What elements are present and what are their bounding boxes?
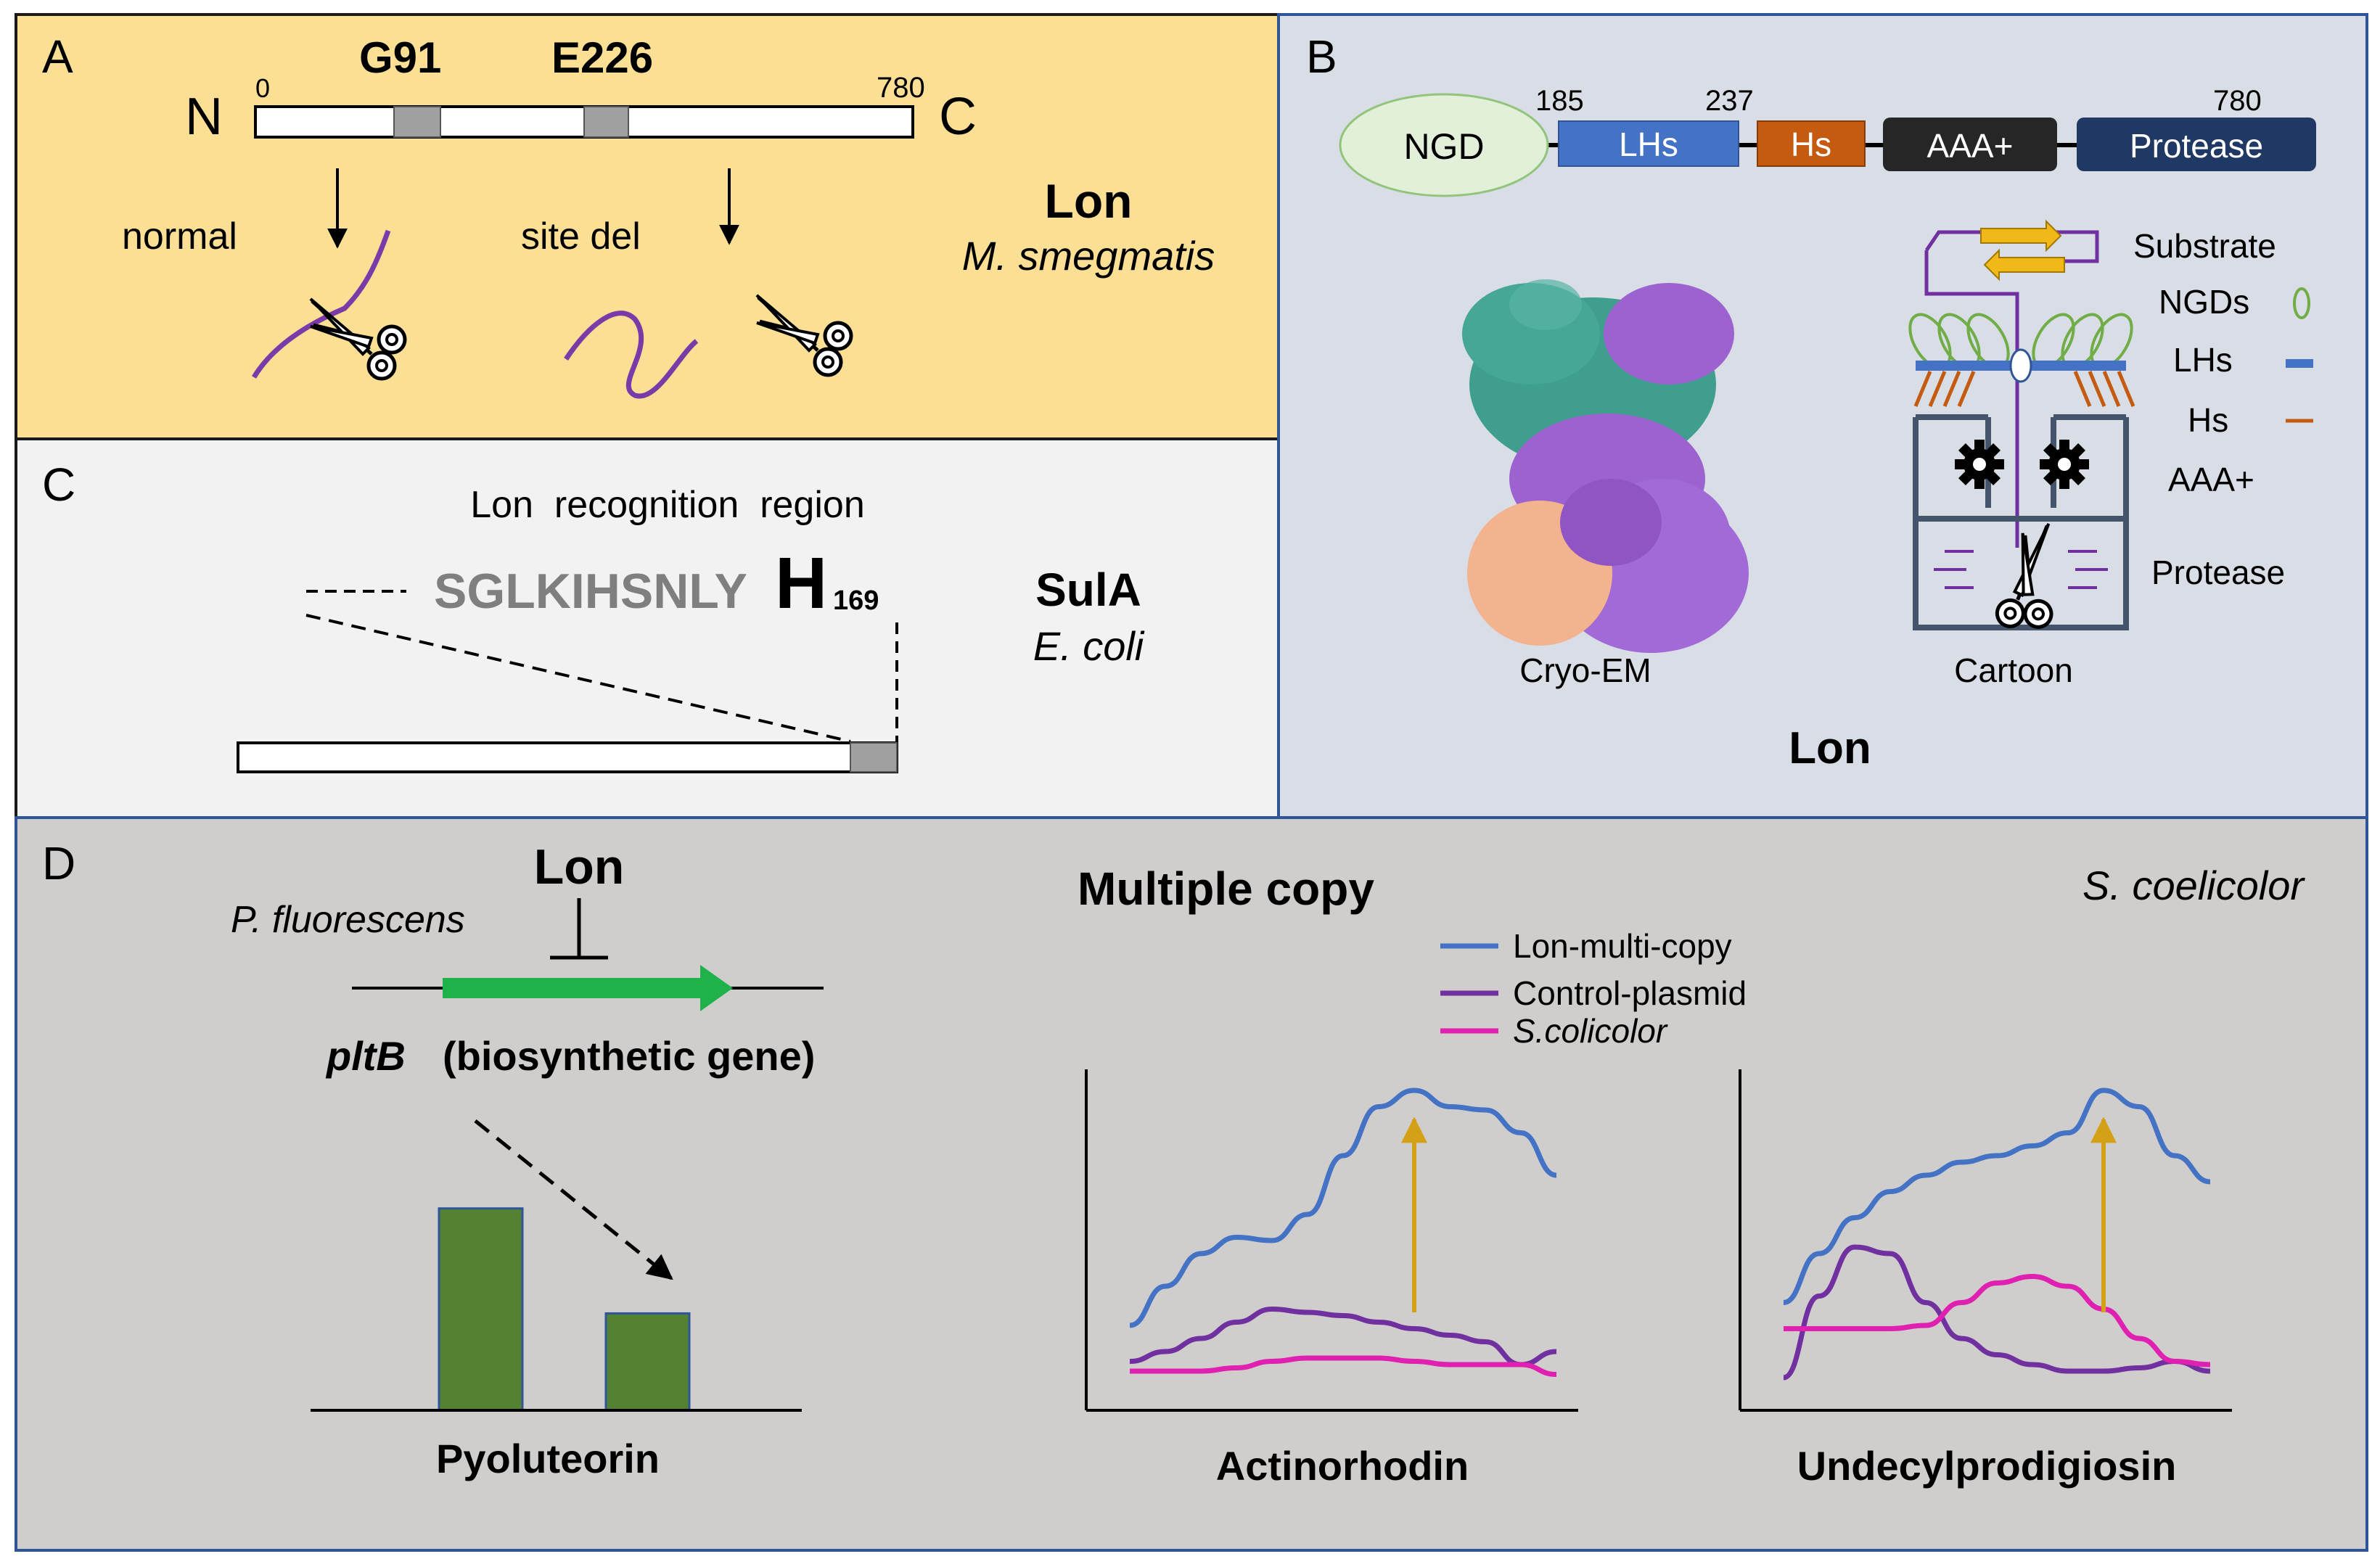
gear-icon-left bbox=[1955, 440, 2004, 489]
panel-c-organism-label: E. coli bbox=[1033, 623, 1145, 669]
position-start-label: 0 bbox=[255, 73, 270, 103]
residue-number: 169 bbox=[833, 585, 879, 616]
cryo-em-structure bbox=[1462, 279, 1749, 653]
line-chart-2-series-3 bbox=[1784, 1274, 2211, 1367]
pfluorescens-label: P. fluorescens bbox=[231, 899, 465, 941]
legend-aaa-label: AAA+ bbox=[2168, 461, 2254, 498]
pyoluteorin-label: Pyoluteorin bbox=[436, 1436, 660, 1481]
recognition-sequence: SGLKIHSNLY bbox=[434, 564, 747, 619]
lhs-domain bbox=[1558, 120, 1739, 167]
gear-icon-right bbox=[2040, 440, 2089, 489]
aaa-domain bbox=[1883, 118, 2057, 171]
recognition-residue: H bbox=[775, 543, 827, 624]
decrease-arrow bbox=[474, 1119, 673, 1280]
pltb-gene-arrow bbox=[443, 965, 733, 1011]
legend-ngds-swatch bbox=[2293, 287, 2310, 319]
legend-label-3: S.colicolor bbox=[1513, 1012, 1668, 1050]
panel-b: B NGD 185 237 780 LHs Hs AAA+ Protease C… bbox=[1277, 13, 2368, 819]
cryo-em-caption: Cryo-EM bbox=[1519, 651, 1651, 689]
panel-c-letter: C bbox=[42, 458, 75, 511]
recognition-region-box bbox=[850, 742, 898, 773]
ngd-label: NGD bbox=[1403, 126, 1484, 167]
protease-domain-label: Protease bbox=[2130, 127, 2263, 165]
lhs-domain-label: LHs bbox=[1619, 126, 1678, 163]
substrate-strand-lower bbox=[1983, 248, 2065, 281]
actinorhodin-line-chart bbox=[1085, 1069, 1578, 1412]
site-del-label: site del bbox=[521, 215, 641, 258]
panel-a-letter: A bbox=[42, 30, 73, 83]
recognition-region-label: Lon recognition region bbox=[470, 484, 865, 526]
substrate-strand-upper bbox=[1980, 219, 2062, 252]
panel-d-background bbox=[15, 816, 2368, 1552]
panel-b-letter: B bbox=[1306, 30, 1337, 83]
panel-a-protein-label: Lon bbox=[1045, 174, 1133, 228]
aaa-domain-label: AAA+ bbox=[1927, 127, 2014, 165]
position-780-label: 780 bbox=[2213, 85, 2262, 117]
ngd-domain bbox=[1339, 93, 1549, 197]
legend-hs-label: Hs bbox=[2188, 401, 2228, 439]
undecylprodigiosin-label: Undecylprodigiosin bbox=[1797, 1443, 2177, 1489]
line-chart-1-series-2 bbox=[1129, 1307, 1557, 1367]
panel-c: C Lon recognition region SGLKIHSNLY H 16… bbox=[15, 437, 1280, 819]
position-end-label: 780 bbox=[877, 72, 925, 104]
hs-domain-label: Hs bbox=[1791, 126, 1831, 163]
legend-label-1: Lon-multi-copy bbox=[1513, 927, 1732, 965]
protease-domain bbox=[2077, 118, 2316, 171]
n-terminus-label: N bbox=[185, 88, 223, 146]
legend-ngds-label: NGDs bbox=[2159, 283, 2249, 321]
panel-a-background bbox=[15, 13, 1280, 440]
legend-protease-label: Protease bbox=[2151, 554, 2285, 591]
legend-label-2: Control-plasmid bbox=[1513, 974, 1747, 1012]
position-185-label: 185 bbox=[1535, 85, 1584, 117]
site-e226-label: E226 bbox=[551, 33, 653, 82]
pyoluteorin-bar-chart bbox=[438, 1207, 691, 1412]
site-g91-label: G91 bbox=[359, 33, 441, 82]
multiple-copy-title: Multiple copy bbox=[1078, 863, 1374, 915]
sula-protein-bar bbox=[237, 741, 898, 773]
undecylprodigiosin-line-chart bbox=[1739, 1069, 2232, 1412]
line-chart-1-series-1 bbox=[1129, 1087, 1557, 1328]
dashed-projection-left bbox=[305, 614, 851, 743]
panel-b-title: Lon bbox=[1789, 723, 1871, 773]
lon-repressor-label: Lon bbox=[534, 839, 625, 894]
position-237-label: 237 bbox=[1705, 85, 1754, 117]
pyoluteorin-bar-1 bbox=[438, 1207, 524, 1412]
site-e226-box bbox=[583, 106, 629, 138]
line-chart-1-series-3 bbox=[1129, 1355, 1557, 1377]
cartoon-caption: Cartoon bbox=[1954, 651, 2073, 689]
line-chart-2-series-1 bbox=[1783, 1087, 2211, 1305]
pyoluteorin-bar-2 bbox=[604, 1312, 691, 1412]
site-g91-box bbox=[393, 106, 441, 138]
legend-lhs-label: LHs bbox=[2173, 341, 2233, 379]
actinorhodin-label: Actinorhodin bbox=[1216, 1443, 1469, 1489]
site-del-substrate-strand bbox=[564, 310, 699, 399]
panel-c-protein-label: SulA bbox=[1035, 564, 1141, 616]
panel-d: D Lon P. fluorescens pltB (biosynthetic … bbox=[15, 816, 2368, 1552]
hs-domain bbox=[1757, 120, 1866, 167]
scoelicolor-label: S. coelicolor bbox=[2082, 863, 2305, 908]
legend-substrate-label: Substrate bbox=[2133, 227, 2276, 265]
panel-d-letter: D bbox=[42, 837, 75, 889]
pltb-gene-label: pltB bbox=[325, 1033, 406, 1079]
c-terminus-label: C bbox=[939, 88, 977, 146]
pltb-gene-description: (biosynthetic gene) bbox=[443, 1033, 815, 1079]
lon-cartoon bbox=[1908, 219, 2135, 640]
panel-a-organism-label: M. smegmatis bbox=[962, 233, 1215, 279]
normal-label: normal bbox=[122, 215, 237, 258]
panel-a: A G91 E226 0 780 N C normal site del Lon… bbox=[15, 13, 1280, 440]
line-chart-2-series-2 bbox=[1782, 1244, 2211, 1381]
legend-lhs-swatch bbox=[2286, 359, 2313, 368]
normal-substrate-strand bbox=[251, 229, 391, 379]
